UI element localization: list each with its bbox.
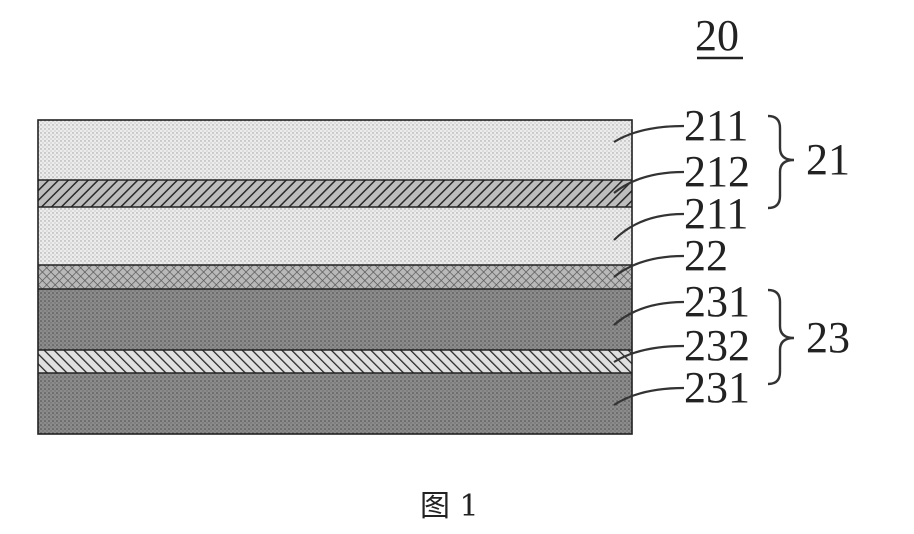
layer-232 — [38, 350, 632, 373]
brace-23 — [768, 290, 794, 384]
layer-211-top — [38, 120, 632, 180]
layer-22 — [38, 265, 632, 289]
layer-231-bottom — [38, 373, 632, 434]
layer-211-bottom — [38, 207, 632, 265]
figure-ref-number: 20 — [695, 11, 743, 60]
layer-212 — [38, 180, 632, 207]
figure-caption: 图 1 — [420, 489, 479, 524]
layer-labels: 211 212 211 22 231 232 231 — [684, 101, 750, 412]
layer-231-top — [38, 289, 632, 350]
figure-ref-number-text: 20 — [695, 11, 739, 60]
layer-label-211-top: 211 — [684, 101, 748, 150]
group-label-23: 23 — [806, 313, 850, 362]
brace-21 — [768, 116, 794, 208]
layer-label-22: 22 — [684, 231, 728, 280]
group-brace-21: 21 — [768, 116, 850, 208]
layer-stack — [38, 120, 632, 434]
layer-label-231-bottom: 231 — [684, 363, 750, 412]
layer-label-231-top: 231 — [684, 277, 750, 326]
group-brace-23: 23 — [768, 290, 850, 384]
group-label-21: 21 — [806, 135, 850, 184]
